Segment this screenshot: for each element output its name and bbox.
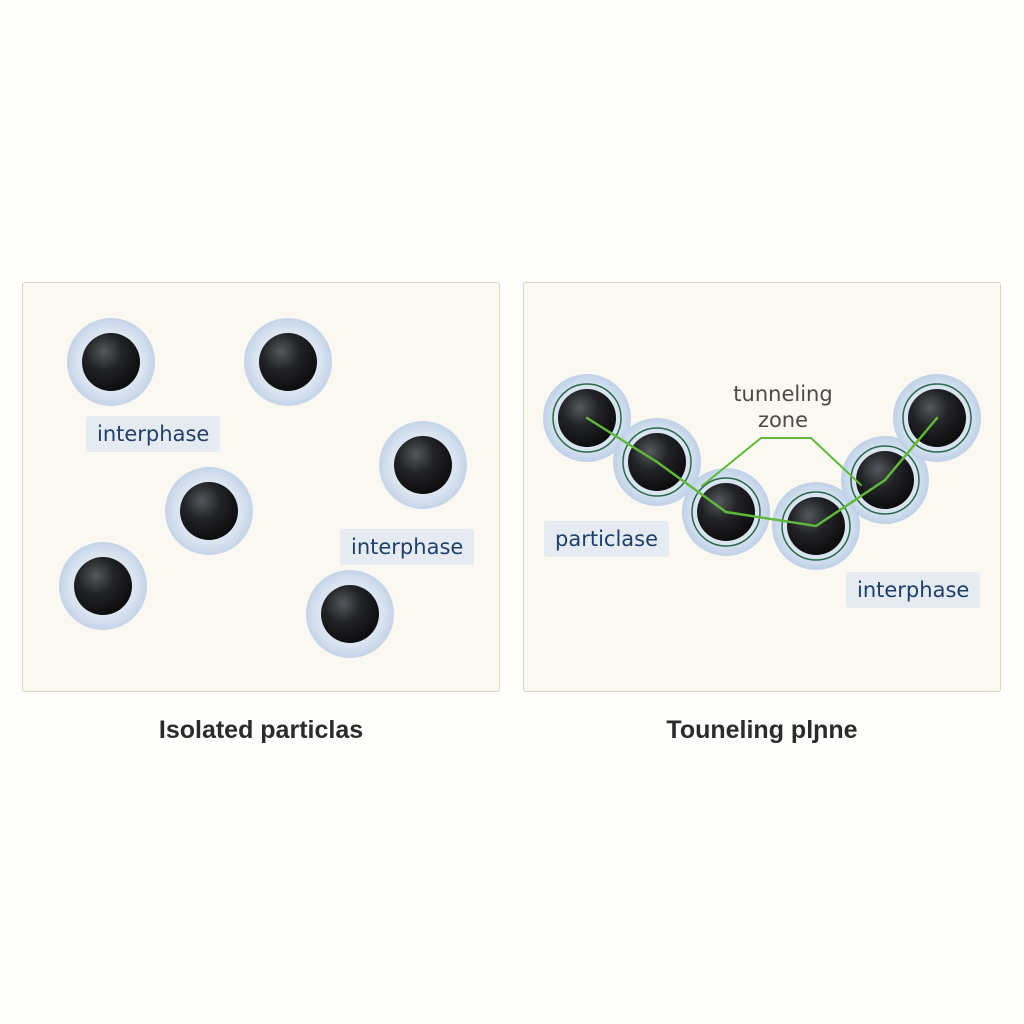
- tunneling-path: [585, 416, 939, 528]
- interphase-label: interphase: [340, 529, 475, 565]
- isolated-particles-panel: interphase interphase: [22, 282, 500, 692]
- particlase-label: particlase: [544, 521, 670, 557]
- interphase-label: interphase: [846, 572, 981, 608]
- tunneling-plane-drawing: [543, 374, 981, 570]
- left-panel-caption: Isolated particlas: [158, 716, 364, 744]
- right-panel-caption: Touneling plɲne: [666, 716, 858, 744]
- particle: [67, 318, 155, 406]
- tunneling-zone-label-line1: tunneling: [733, 382, 833, 406]
- particle: [244, 318, 332, 406]
- particle: [306, 570, 394, 658]
- interphase-label: interphase: [86, 416, 221, 452]
- particle: [59, 542, 147, 630]
- tunneling-plane-panel: tunneling zone particlase interphase: [523, 282, 1001, 692]
- tunneling-zone-label-line2: zone: [757, 408, 809, 432]
- particle: [165, 467, 253, 555]
- particle: [379, 421, 467, 509]
- isolated-particles-drawing: [59, 318, 467, 658]
